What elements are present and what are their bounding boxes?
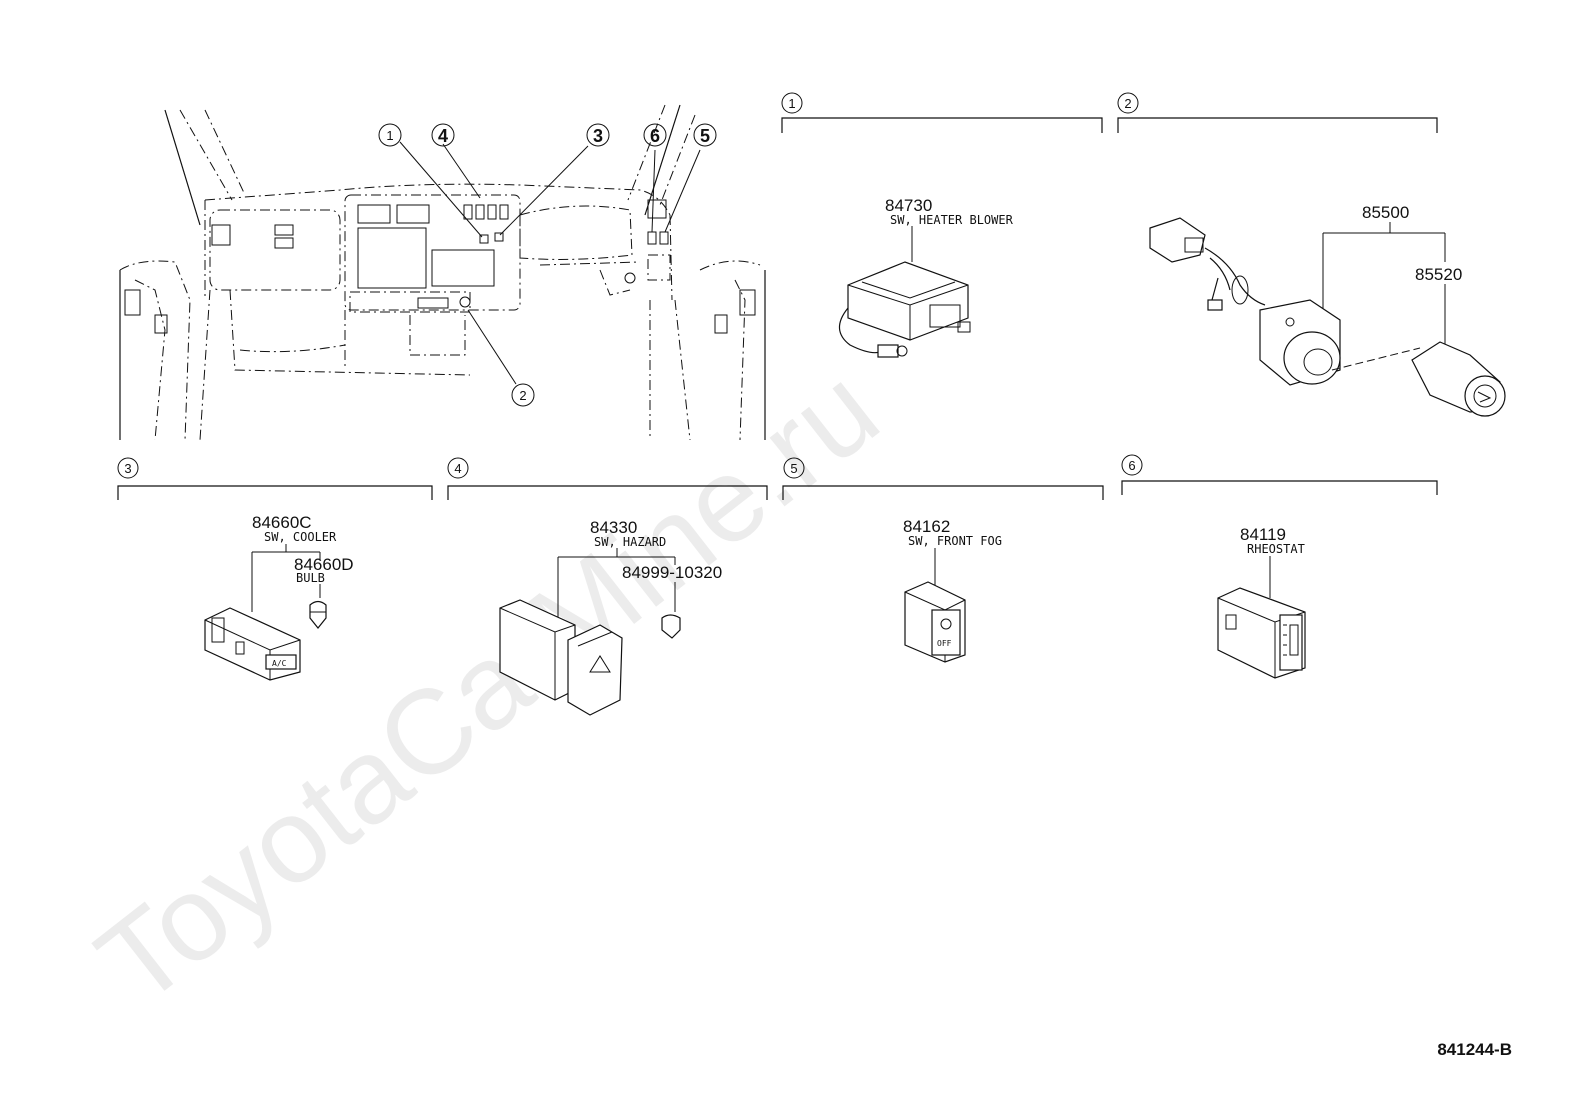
section-5-number: 5 bbox=[790, 461, 797, 476]
part-84730-number: 84730 bbox=[885, 196, 932, 215]
callout-6: 6 bbox=[650, 126, 660, 146]
section-4-number: 4 bbox=[454, 461, 461, 476]
part-84119-number: 84119 bbox=[1240, 525, 1286, 544]
part-84162-description: SW, FRONT FOG bbox=[908, 534, 1002, 548]
front-fog-switch-drawing: OFF bbox=[904, 581, 966, 663]
section-1: 1 84730 SW, HEATER BLOWER bbox=[781, 92, 1103, 358]
part-85500-number: 85500 bbox=[1362, 203, 1409, 222]
part-84730-description: SW, HEATER BLOWER bbox=[890, 213, 1014, 227]
fog-switch-label: OFF bbox=[937, 639, 952, 648]
part-84660C-description: SW, COOLER bbox=[264, 530, 337, 544]
part-84330-description: SW, HAZARD bbox=[594, 535, 666, 549]
section-6-number: 6 bbox=[1128, 458, 1135, 473]
part-84660C-number: 84660C bbox=[252, 513, 312, 532]
hazard-switch-drawing bbox=[499, 599, 681, 716]
section-2-number: 2 bbox=[1124, 96, 1131, 111]
cooler-switch-label: A/C bbox=[272, 659, 287, 668]
part-85520-number: 85520 bbox=[1415, 265, 1462, 284]
part-84119-description: RHEOSTAT bbox=[1247, 542, 1305, 556]
section-2: 2 85500 85520 bbox=[1117, 92, 1506, 417]
part-84330-number: 84330 bbox=[590, 518, 637, 537]
callout-2: 2 bbox=[519, 388, 526, 403]
part-84162-number: 84162 bbox=[903, 517, 950, 536]
callout-4: 4 bbox=[438, 126, 448, 146]
section-5: 5 84162 SW, FRONT FOG OFF bbox=[782, 457, 1104, 663]
section-3: 3 84660C SW, COOLER 84660D BULB A/C bbox=[117, 457, 433, 681]
cigarette-lighter-drawing bbox=[1149, 217, 1506, 417]
heater-blower-switch-drawing bbox=[838, 261, 971, 358]
cooler-switch-drawing: A/C bbox=[204, 600, 327, 681]
part-84660D-description: BULB bbox=[296, 571, 325, 585]
section-4: 4 84330 SW, HAZARD 84999-10320 bbox=[447, 457, 768, 716]
part-84660D-number: 84660D bbox=[294, 555, 354, 574]
part-84999-10320-number: 84999-10320 bbox=[622, 563, 722, 582]
reference-code: 841244-B bbox=[1437, 1040, 1512, 1059]
section-6: 6 84119 RHEOSTAT bbox=[1121, 454, 1438, 679]
watermark: ToyotaCarMine.ru bbox=[74, 342, 903, 1031]
section-1-number: 1 bbox=[788, 96, 795, 111]
callout-5: 5 bbox=[700, 126, 710, 146]
callout-3: 3 bbox=[593, 126, 603, 146]
section-3-number: 3 bbox=[124, 461, 131, 476]
rheostat-drawing bbox=[1217, 587, 1306, 679]
callout-1: 1 bbox=[386, 128, 393, 143]
dashboard-overview: 1 4 3 6 5 2 bbox=[119, 104, 766, 441]
